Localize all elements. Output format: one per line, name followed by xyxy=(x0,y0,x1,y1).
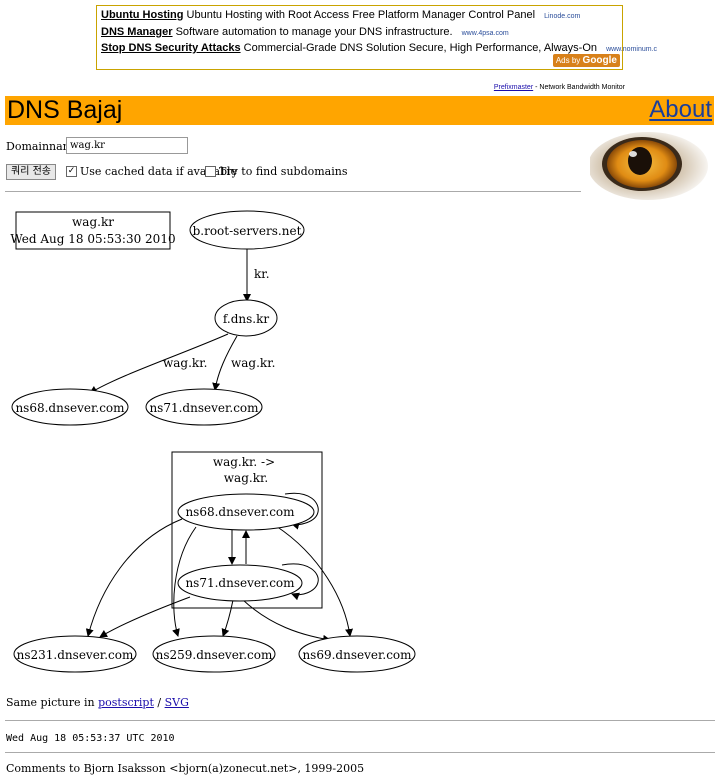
cluster-label-line2: wag.kr. xyxy=(224,471,268,485)
google-logo-text: Google xyxy=(582,55,617,66)
ad-url[interactable]: Linode.com xyxy=(544,13,581,20)
edge-label-kr: kr. xyxy=(254,267,270,281)
ad-item[interactable]: DNS Manager Software automation to manag… xyxy=(101,26,509,38)
link-separator: / xyxy=(153,696,165,709)
graph-node xyxy=(152,635,276,673)
ad-title[interactable]: Ubuntu Hosting xyxy=(101,9,184,21)
eye-logo xyxy=(590,128,715,202)
node-label: ns71.dnsever.com xyxy=(149,401,259,415)
edge xyxy=(281,563,319,601)
edge-label-wag2: wag.kr. xyxy=(231,356,275,370)
graph-node xyxy=(189,210,305,250)
postscript-link[interactable]: postscript xyxy=(98,696,154,709)
prefixmaster-link[interactable]: Prefixmaster xyxy=(493,84,534,91)
graph-node xyxy=(298,635,416,673)
submit-button[interactable]: 쿼리 전송 xyxy=(6,164,56,180)
node-label: f.dns.kr xyxy=(223,312,269,326)
ads-by-google-badge[interactable]: Ads by Google xyxy=(552,54,620,67)
info-domain: wag.kr xyxy=(72,215,114,229)
domainname-input[interactable] xyxy=(66,137,188,154)
edge xyxy=(85,518,183,637)
ad-box: Ubuntu Hosting Ubuntu Hosting with Root … xyxy=(96,5,657,70)
ad-title[interactable]: Stop DNS Security Attacks xyxy=(101,42,241,54)
graph-node xyxy=(214,299,278,337)
ads-by-text: Ads by xyxy=(555,56,581,65)
edge-label-wag1: wag.kr. xyxy=(163,356,207,370)
header-bar: DNS Bajaj About xyxy=(5,96,714,125)
info-box xyxy=(15,211,171,250)
ad-description: Ubuntu Hosting with Root Access Free Pla… xyxy=(186,9,536,21)
edge xyxy=(221,599,234,637)
about-link[interactable]: About xyxy=(649,96,712,123)
ad-item[interactable]: Ubuntu Hosting Ubuntu Hosting with Root … xyxy=(101,9,580,21)
cached-checkbox-row[interactable]: ✓ Use cached data if available xyxy=(66,165,237,178)
edge xyxy=(212,335,238,391)
same-picture-line: Same picture in postscript / SVG xyxy=(6,696,189,709)
same-picture-text: Same picture in xyxy=(6,696,95,709)
edge xyxy=(275,525,353,637)
graph-node xyxy=(145,388,263,426)
comments-contact: Comments to Bjorn Isaksson <bjorn(a)zone… xyxy=(6,762,365,775)
edge xyxy=(172,526,197,637)
dns-delegation-graph: wag.kr Wed Aug 18 05:53:30 2010 kr. wag.… xyxy=(10,210,416,673)
node-label: ns259.dnsever.com xyxy=(156,648,273,662)
divider xyxy=(5,720,715,721)
subdomains-checkbox-row[interactable]: Try to find subdomains xyxy=(205,165,347,178)
cluster-box xyxy=(171,451,323,609)
info-date: Wed Aug 18 05:53:30 2010 xyxy=(10,232,175,246)
domainname-label: Domainname: xyxy=(6,140,84,153)
graph-node xyxy=(177,564,303,602)
subdomains-checkbox[interactable] xyxy=(205,166,216,177)
cached-checkbox[interactable]: ✓ xyxy=(66,166,77,177)
ad-description: Commercial-Grade DNS Solution Secure, Hi… xyxy=(243,42,597,54)
edge xyxy=(89,333,229,394)
graph-node xyxy=(13,635,137,673)
ad-title[interactable]: DNS Manager xyxy=(101,26,173,38)
edge xyxy=(242,599,331,643)
ad-item[interactable]: Stop DNS Security Attacks Commercial-Gra… xyxy=(101,42,657,54)
graph-node xyxy=(177,493,315,531)
svg-link[interactable]: SVG xyxy=(164,696,189,709)
page-title: DNS Bajaj xyxy=(7,96,123,124)
ad-description: Software automation to manage your DNS i… xyxy=(175,26,453,38)
edge xyxy=(99,596,191,638)
node-label: ns68.dnsever.com xyxy=(15,401,125,415)
subdomains-label: Try to find subdomains xyxy=(219,165,348,178)
prefixmaster-sponsor: Prefixmaster - Network Bandwidth Monitor xyxy=(494,84,625,91)
edge xyxy=(284,492,319,530)
cluster-label-line1: wag.kr. -> xyxy=(213,455,275,469)
prefixmaster-text: - Network Bandwidth Monitor xyxy=(533,84,625,91)
node-label: ns71.dnsever.com xyxy=(185,576,295,590)
node-label: ns68.dnsever.com xyxy=(185,505,295,519)
node-label: b.root-servers.net xyxy=(193,224,302,238)
generated-timestamp: Wed Aug 18 05:53:37 UTC 2010 xyxy=(6,733,175,744)
divider xyxy=(5,752,715,753)
ad-url[interactable]: www.nominum.c xyxy=(606,46,658,53)
node-label: ns231.dnsever.com xyxy=(17,648,134,662)
divider xyxy=(5,191,581,192)
graph-node xyxy=(11,388,129,426)
node-label: ns69.dnsever.com xyxy=(302,648,412,662)
cached-label: Use cached data if available xyxy=(80,165,238,178)
ad-url[interactable]: www.4psa.com xyxy=(461,30,509,37)
